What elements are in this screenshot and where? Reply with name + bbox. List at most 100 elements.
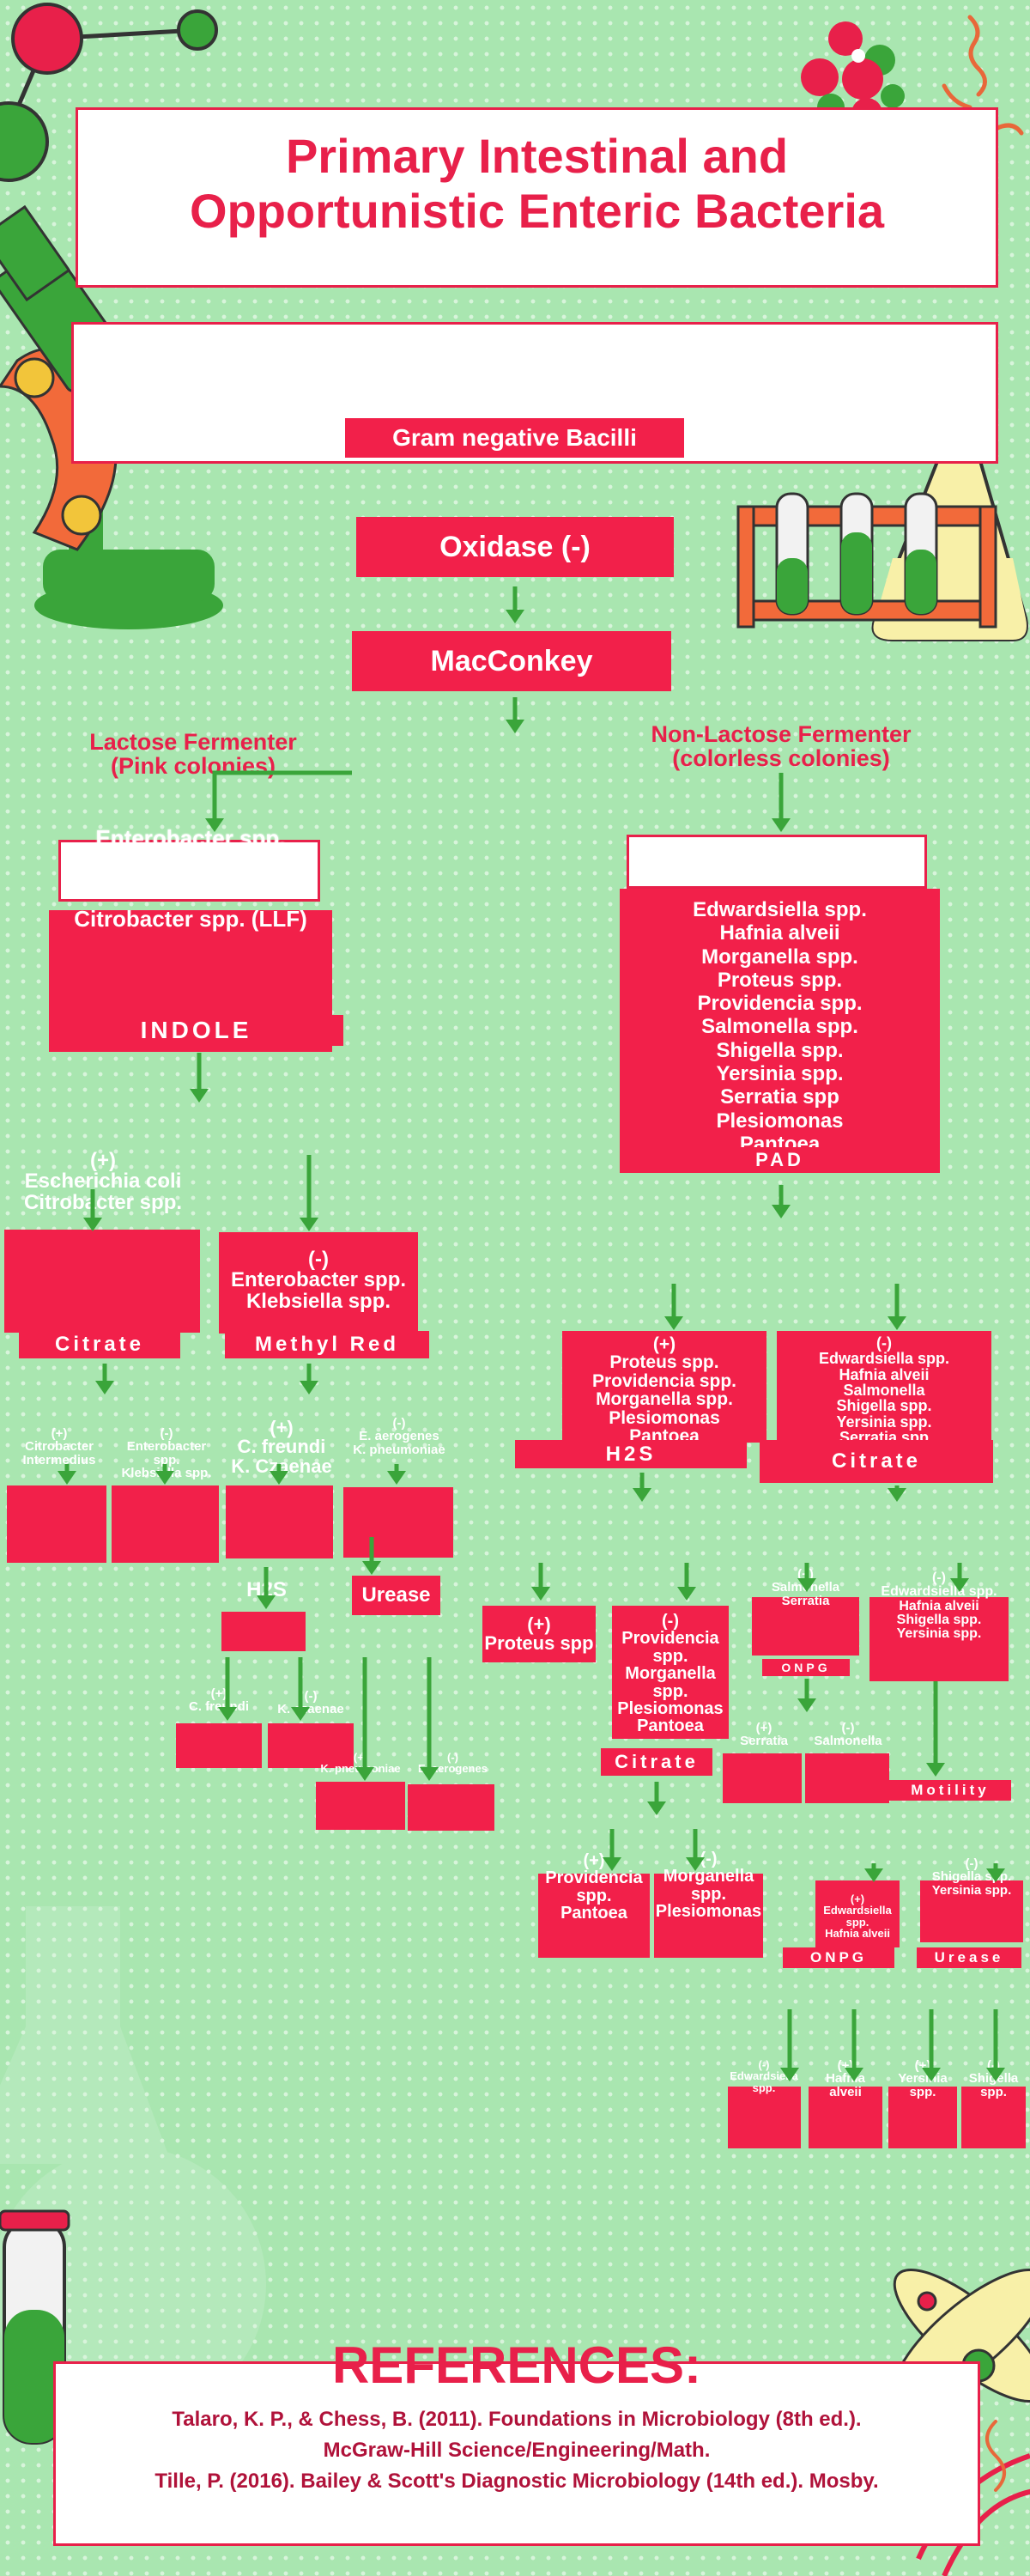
h2s-left-positive-box: [176, 1723, 262, 1768]
arrowhead: [780, 2068, 799, 2081]
urease-bottom-box: Urease: [917, 1947, 1021, 1968]
lactose-fermenter-label: Lactose Fermenter(Pink colonies): [89, 729, 297, 779]
arrowhead: [647, 1801, 666, 1815]
arrowhead: [797, 1578, 816, 1592]
indole-negative-label: (-)Enterobacter spp.Klebsiella spp.: [230, 1248, 407, 1313]
connector-line: [212, 770, 352, 829]
molecule-icon: [0, 3, 218, 182]
pad-box: PAD: [620, 1147, 940, 1173]
arrowhead: [772, 818, 791, 832]
citrate-mid-negative-box: [654, 1874, 763, 1958]
onpg-top-negative-label: (-)Salmonella: [814, 1721, 882, 1749]
arrowhead: [257, 1595, 276, 1609]
non-lactose-fermenter-label: Non-Lactose Fermenter(colorless colonies…: [651, 721, 912, 771]
motility-positive-box: [815, 1880, 900, 1947]
references-card: [53, 2361, 980, 2546]
onpg-top-positive-box: [723, 1753, 802, 1803]
reference-1-line-1: Talaro, K. P., & Chess, B. (2011). Found…: [172, 2408, 862, 2431]
gram-negative-bacilli-box: Gram negative Bacilli: [345, 418, 684, 458]
page-title: Primary Intestinal and Opportunistic Ent…: [76, 129, 998, 239]
final-result-box-1: [728, 2087, 801, 2148]
citrate-positive-box: [7, 1485, 106, 1563]
arrowhead: [58, 1471, 76, 1485]
lf-species-card: [58, 840, 320, 902]
oxidase-negative-box: Oxidase (-): [356, 517, 674, 577]
onpg-top-positive-label: (+)Serratia: [740, 1721, 788, 1749]
test-tubes-icon: [736, 492, 997, 629]
macconkey-box: MacConkey: [352, 631, 671, 691]
arrowhead: [664, 1316, 683, 1330]
nlf-species-box: [620, 889, 940, 1172]
arrowhead: [888, 1488, 906, 1502]
urease-left-positive-box: [316, 1782, 405, 1830]
arrowhead: [531, 1587, 550, 1601]
h2s-right-positive-box: (+)Proteus spp: [482, 1606, 596, 1662]
arrowhead: [506, 720, 524, 733]
motility-box: Motility: [889, 1780, 1011, 1801]
onpg-top-box: ONPG: [762, 1659, 850, 1676]
mr-negative-box: [343, 1487, 453, 1558]
arrowhead: [190, 1089, 209, 1103]
arrowhead: [986, 2068, 1005, 2081]
arrowhead: [155, 1471, 174, 1485]
citrate-negative-box: [112, 1485, 219, 1563]
arrowhead: [926, 1763, 945, 1777]
h2s-right-negative-box: [612, 1606, 729, 1739]
arrowhead: [355, 1767, 374, 1781]
h2s-left-box: [221, 1612, 306, 1651]
citrate-right-box: Citrate: [760, 1440, 993, 1483]
indole-positive-box: [4, 1230, 200, 1333]
test-tube-icon: [0, 2209, 70, 2445]
arrowhead: [83, 1218, 102, 1231]
citrate-right-negative-label: (-)Edwardsiella spp.Hafnia alveii Shigel…: [881, 1571, 997, 1642]
h2s-left-negative-label: (-)K. czaenae: [277, 1689, 344, 1717]
lf-enterobacter-label: Enterobacter spp.: [95, 825, 286, 851]
title-card: [76, 107, 998, 288]
citrate-mid-box: Citrate: [601, 1748, 712, 1776]
bacteria-squiggle-icon: [942, 15, 1024, 136]
mr-positive-box: [226, 1485, 333, 1558]
arrowhead: [270, 1471, 288, 1485]
arrowhead: [845, 2068, 863, 2081]
h2s-left-negative-box: [268, 1723, 354, 1768]
indole-negative-box: [219, 1232, 418, 1334]
h2s-right-box: H2S: [515, 1440, 747, 1468]
arrowhead: [300, 1381, 318, 1394]
arrowhead: [387, 1471, 406, 1485]
pad-positive-box: [562, 1331, 766, 1443]
pad-negative-box: [777, 1331, 991, 1443]
citrate-right-negative-box: [869, 1597, 1009, 1681]
bacteria-squiggle-icon: [985, 2420, 1006, 2492]
arrowhead: [864, 1868, 883, 1882]
pad-negative-label: (-)Edwardsiella spp.Hafnia alveii Salmon…: [818, 1334, 950, 1447]
arrowhead: [950, 1578, 969, 1592]
final-result-box-4: [961, 2087, 1026, 2148]
methyl-red-box: Methyl Red: [225, 1331, 429, 1358]
h2s-right-positive-name: Proteus spp: [484, 1632, 594, 1654]
arrowhead: [291, 1707, 310, 1721]
arrowhead: [922, 2068, 941, 2081]
citrate-right-positive-box: [752, 1597, 859, 1656]
arrowhead: [797, 1698, 816, 1712]
title-line-2: Opportunistic Enteric Bacteria: [189, 184, 885, 238]
nlf-species-card: [627, 835, 927, 889]
reference-1-line-2: McGraw-Hill Science/Engineering/Math.: [323, 2439, 711, 2462]
arrowhead: [95, 1381, 114, 1394]
arrowhead: [218, 1707, 237, 1721]
reference-2: Tille, P. (2016). Bailey & Scott's Diagn…: [154, 2470, 879, 2493]
arrowhead: [772, 1205, 791, 1218]
onpg-top-negative-box: [805, 1753, 889, 1803]
arrowhead: [603, 1857, 621, 1871]
arrowhead: [362, 1561, 381, 1575]
arrowhead: [677, 1587, 696, 1601]
pad-positive-label: (+)Proteus spp.Providencia spp. Morganel…: [591, 1334, 737, 1447]
arrowhead: [633, 1488, 651, 1502]
